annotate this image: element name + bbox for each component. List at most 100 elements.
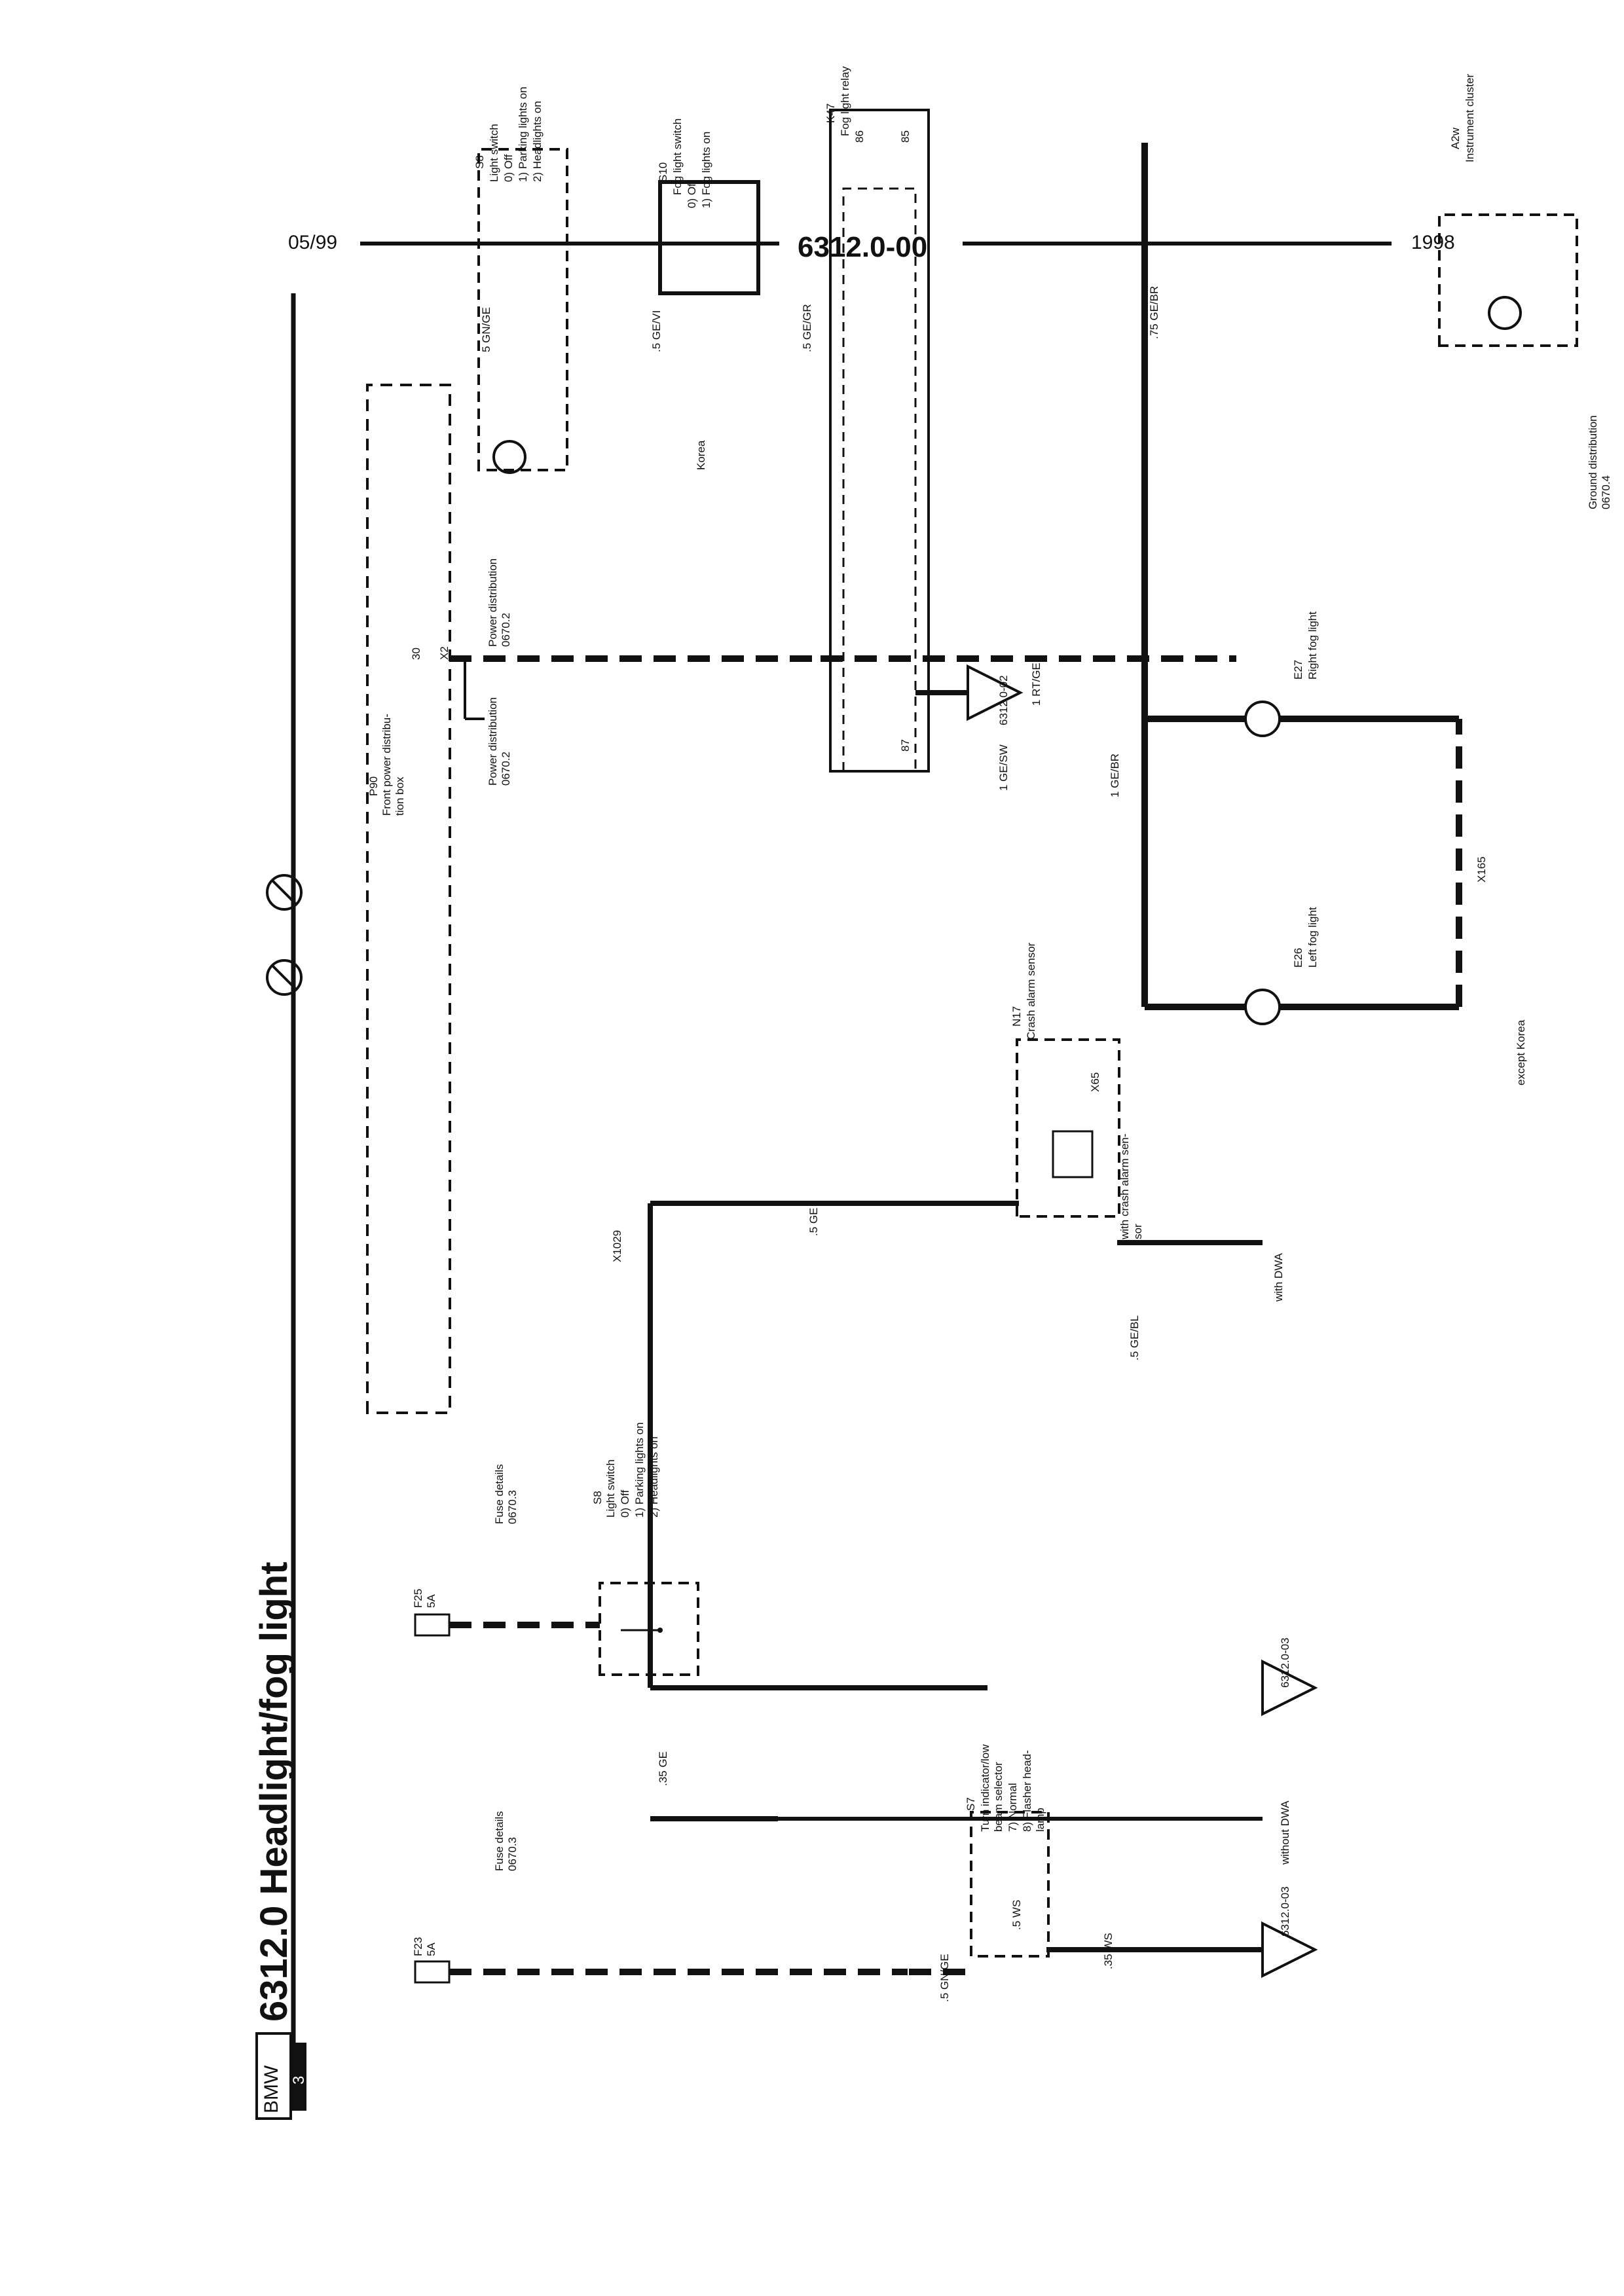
label-power-distribution-2: Power distribution [487,558,499,647]
pin-87: 87 [899,739,912,752]
label-with-dwa: with DWA [1272,1252,1285,1302]
label-light-switch-upper: Light switch [488,124,500,182]
wire-label-5gevi: .5 GE/VI [650,310,663,352]
label-fpdb1: Front power distribu- [380,714,393,816]
label-parking-upper: 1) Parking lights on [517,86,529,182]
label-s10: S10 [657,162,669,182]
label-ground-ref-1: 0670.4 [1600,475,1612,509]
label-except-korea: except Korea [1515,1019,1527,1085]
wire-label-5gnge: 5 GN/GE [480,307,492,352]
lamp-e27 [1244,701,1281,737]
label-fpdb2: tion box [394,776,406,816]
ref-arrow-a [1261,1921,1318,1978]
label-fog-on: 1) Fog lights on [700,132,712,208]
wire-label-35ws: .35 WS [1102,1933,1115,1969]
label-turn1: Turn indicator/low [979,1744,991,1832]
header-year: 1998 [1411,232,1455,253]
label-p90: P90 [367,776,380,796]
wire-label-035ge-1: .35 GE [657,1751,669,1786]
wires-main [449,655,908,1975]
bmw-badge: BMW 3 [255,2032,308,2120]
label-s8-upper: S8 [473,155,486,169]
wire-label-5gegr: .5 GE/GR [801,304,813,352]
label-off-upper: 0) Off [502,155,515,182]
label-with-crash-2: sor [1132,1224,1144,1239]
wire-label-1gebr: 1 GE/BR [1109,754,1121,797]
fog-switch-s10: S10 Fog light switch 0) Off 1) Fog light… [657,118,760,295]
connector-x1029: X1029 [611,1230,623,1262]
pin-86: 86 [853,130,866,143]
diagram-body: BMW 3 6312.0 Headlight/fog light P90 Fro… [253,66,1612,2120]
label-normal: 7) Normal [1006,1783,1019,1832]
light-switch-s8-upper: S8 Light switch 0) Off 1) Parking lights… [473,86,568,474]
header-date: 05/99 [288,232,337,253]
label-f23-rating: 5A [425,1942,437,1956]
fog-light-relay-k47: K47 Fog light relay 86 85 87 [824,66,930,773]
wire-label-5gebl: .5 GE/BL [1128,1315,1141,1360]
label-parking-lower: 1) Parking lights on [633,1422,646,1518]
label-off-lower: 0) Off [619,1490,631,1518]
pin-30: 30 [410,647,422,660]
connector-x65: X65 [1089,1072,1101,1092]
label-e26: E26 [1292,948,1304,968]
label-fuse-details-1: Fuse details [493,1811,506,1871]
label-fog-switch: Fog light switch [671,118,684,195]
label-fuse-details-ref-1: 0670.3 [506,1837,519,1871]
turn-selector-s7: S7 Turn indicator/low beam selector 7) N… [965,1744,1050,1958]
label-left-fog: Left fog light [1306,907,1319,968]
label-right-fog: Right fog light [1306,611,1319,680]
label-fog-off: 0) Off [686,181,698,208]
prohibition-icon [266,874,303,996]
pin-85: 85 [899,130,912,143]
label-fuse-details-ref-2: 0670.3 [506,1490,519,1524]
label-ground-1: Ground distribution [1587,415,1599,509]
ref-arrow-c [967,664,1024,721]
label-ref-c: 6312.0-02 [997,675,1010,725]
brand-series: 3 [290,2076,308,2085]
label-fog-relay: Fog light relay [839,66,851,136]
label-s7: S7 [965,1797,977,1811]
label-ref-b: 6312.0-03 [1279,1637,1291,1688]
instrument-cluster-a2w: A2w Instrument cluster [1438,74,1578,347]
label-fuse-details-2: Fuse details [493,1464,506,1524]
light-switch-s8-lower: S8 Light switch 0) Off 1) Parking lights… [591,1422,699,1676]
lamp-e26 [1244,989,1281,1025]
label-ref-a: 6312.0-03 [1279,1886,1291,1937]
fog-lamps: E26 Left fog light E27 Right fog light X… [1141,143,1488,1025]
crash-sensor-n17: N17 Crash alarm sensor X65 [1010,942,1120,1218]
label-k47: K47 [824,103,837,123]
brand-make: BMW [261,2065,282,2113]
page-title: 6312.0 Headlight/fog light [253,1561,295,2022]
wire-label-5ge: .5 GE [807,1208,820,1236]
wire-label-1gesw: 1 GE/SW [997,744,1010,791]
ref-arrow-b [1261,1659,1318,1717]
label-instrument-cluster: Instrument cluster [1464,74,1476,162]
label-with-crash-1: with crash alarm sen- [1118,1133,1131,1240]
label-without-dwa: without DWA [1279,1800,1291,1865]
fuse-f23 [414,1960,451,1984]
label-a2w: A2w [1449,127,1462,149]
label-f25-rating: 5A [425,1594,437,1608]
label-f25: F25 [412,1589,424,1608]
label-n17: N17 [1010,1006,1023,1027]
label-power-distribution-ref-1: 0670.2 [500,752,512,786]
connector-x2: X2 [438,646,451,660]
connector-x165: X165 [1475,856,1488,883]
label-turn2: beam selector [992,1762,1005,1832]
label-power-distribution-ref-2: 0670.2 [500,613,512,647]
label-e27: E27 [1292,660,1304,680]
wire-label-5gnge2: .5 GN/GE [938,1954,951,2002]
label-flash1: 8) Flasher head- [1021,1750,1033,1832]
fuse-f25 [414,1613,451,1637]
wire-label-1rtge: 1 RT/GE [1030,663,1043,706]
label-s8-lower: S8 [591,1491,604,1504]
label-light-switch-lower: Light switch [604,1459,617,1518]
label-crash-sensor: Crash alarm sensor [1025,942,1037,1040]
label-headlights-upper: 2) Headlights on [531,101,544,182]
wire-label-75gebr: .75 GE/BR [1148,286,1160,339]
header-doc-number: 6312.0-00 [798,231,927,263]
fuse-box-p90-main: P90 Front power distribu- tion box F23 5… [366,384,451,1984]
page-header: 05/99 6312.0-00 1998 [288,231,1455,263]
label-power-distribution-1: Power distribution [487,697,499,786]
